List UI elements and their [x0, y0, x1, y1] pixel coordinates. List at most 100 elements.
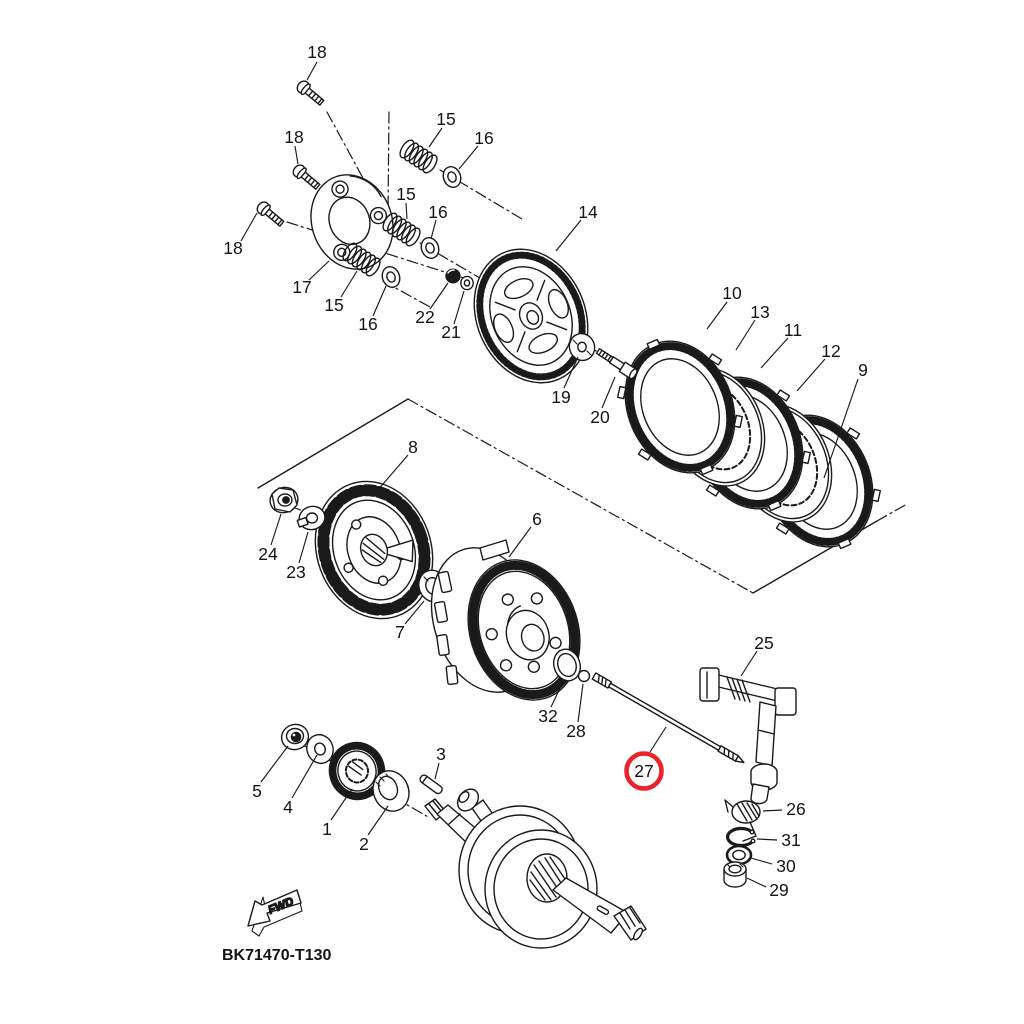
- clutch-boss-8: [314, 480, 434, 620]
- washer-19: [568, 332, 596, 362]
- washer-21: [460, 275, 474, 291]
- clutch-housing-6: [430, 539, 581, 701]
- push-lever-25: [699, 667, 797, 805]
- leader-line: [340, 270, 358, 298]
- nut-5: [280, 723, 310, 751]
- nut-24: [269, 486, 299, 514]
- pressure-plate-14: [473, 248, 589, 384]
- crank-shaft-right-end: [552, 877, 647, 941]
- leader-line: [270, 513, 282, 546]
- spring-washer-16-c: [378, 263, 404, 291]
- part-label-16: 16: [474, 128, 493, 148]
- leader-line: [453, 290, 465, 325]
- part-label-8: 8: [408, 437, 418, 457]
- fwd-arrow: FWD: [247, 889, 303, 937]
- part-label-31: 31: [781, 830, 800, 850]
- clutch-spring-15-a: [396, 137, 441, 176]
- leader-line: [563, 356, 579, 389]
- leader-line: [458, 145, 479, 170]
- o-ring-32: [552, 648, 582, 682]
- part-label-5: 5: [252, 781, 262, 801]
- leader-line: [756, 838, 778, 841]
- leader-line: [823, 378, 859, 479]
- leader-line: [405, 202, 408, 220]
- crank-web-right-rim: [493, 838, 589, 940]
- ball-28: [577, 669, 591, 683]
- part-label-23: 23: [286, 562, 305, 582]
- spring-retainer-plate-17: [310, 174, 394, 270]
- part-label-17: 17: [292, 277, 311, 297]
- part-label-21: 21: [441, 322, 460, 342]
- leader-line: [735, 319, 756, 351]
- part-label-25: 25: [754, 633, 773, 653]
- part-label-13: 13: [750, 302, 769, 322]
- leader-line: [376, 454, 409, 492]
- circlip-31: [726, 826, 756, 848]
- leader-line: [404, 600, 425, 625]
- part-label-9: 9: [858, 360, 868, 380]
- leader-line: [508, 526, 532, 558]
- part-label-16: 16: [358, 314, 377, 334]
- leader-line: [750, 857, 773, 865]
- part-label-12: 12: [821, 341, 840, 361]
- leader-line: [796, 358, 826, 392]
- washer-4: [306, 733, 334, 765]
- leader-line: [577, 683, 584, 723]
- part-label-6: 6: [532, 509, 542, 529]
- leader-line: [308, 260, 330, 281]
- leader-line: [649, 726, 667, 753]
- bushing-29: [723, 861, 747, 888]
- part-label-32: 32: [538, 706, 557, 726]
- push-rod-27: [591, 672, 745, 764]
- bolt-18-b: [290, 162, 323, 193]
- nut-22: [445, 268, 461, 284]
- bolt-18-a: [294, 78, 327, 109]
- torsion-spring-26: [724, 799, 761, 842]
- primary-gear-1: [328, 741, 386, 801]
- oil-seal-30: [725, 844, 753, 866]
- part-label-19: 19: [551, 387, 570, 407]
- leader-line: [740, 650, 758, 677]
- fwd-arrow-label: FWD: [267, 896, 296, 917]
- leader-line: [240, 212, 258, 242]
- spring-washer-16-b: [417, 234, 443, 262]
- part-label-15: 15: [396, 184, 415, 204]
- leader-line: [260, 745, 289, 783]
- bolt-18-c: [254, 199, 287, 230]
- leader-line: [430, 219, 437, 240]
- leader-line: [428, 127, 443, 148]
- leader-line: [434, 762, 440, 780]
- part-label-18: 18: [223, 238, 242, 258]
- part-label-15: 15: [324, 295, 343, 315]
- part-label-14: 14: [578, 202, 598, 222]
- leader-line: [367, 805, 389, 836]
- lock-washer-23: [296, 505, 326, 531]
- leader-line: [555, 219, 582, 252]
- leader-line: [706, 301, 728, 330]
- leader-line: [760, 337, 789, 369]
- part-label-27: 27: [634, 761, 653, 781]
- part-label-24: 24: [258, 544, 278, 564]
- highlight-circle: [624, 751, 664, 791]
- part-label-2: 2: [359, 834, 369, 854]
- leader-line: [298, 531, 309, 564]
- leader-line: [550, 683, 563, 708]
- part-label-30: 30: [776, 856, 796, 876]
- collar-2: [372, 770, 410, 812]
- leader-line: [372, 285, 387, 317]
- leader-line: [330, 788, 353, 821]
- part-label-29: 29: [769, 880, 788, 900]
- part-label-1: 1: [322, 819, 332, 839]
- part-label-16: 16: [428, 202, 447, 222]
- part-label-18: 18: [284, 127, 303, 147]
- part-label-22: 22: [415, 307, 434, 327]
- leader-line: [291, 754, 318, 799]
- part-label-10: 10: [722, 283, 742, 303]
- part-label-28: 28: [566, 721, 585, 741]
- part-label-18: 18: [307, 42, 326, 62]
- leader-line: [762, 809, 783, 812]
- crankshaft: [424, 788, 647, 949]
- part-label-7: 7: [395, 622, 405, 642]
- part-label-4: 4: [283, 797, 293, 817]
